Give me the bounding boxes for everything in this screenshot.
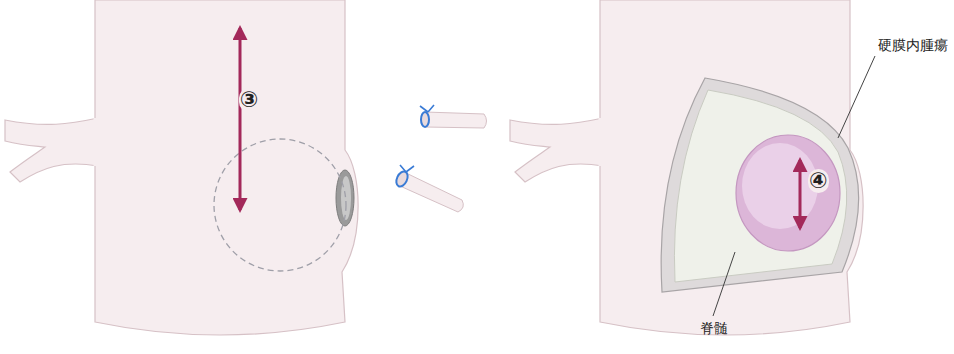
callout-number: ③ <box>239 88 260 112</box>
left-dural-sac <box>5 0 358 335</box>
part-label: 脊髄 <box>700 321 728 336</box>
callout-number: ④ <box>808 169 829 193</box>
right-dural-sac <box>510 0 875 335</box>
part-label: 硬膜内腫瘍 <box>878 38 948 53</box>
cut-nerve-root <box>394 105 486 212</box>
